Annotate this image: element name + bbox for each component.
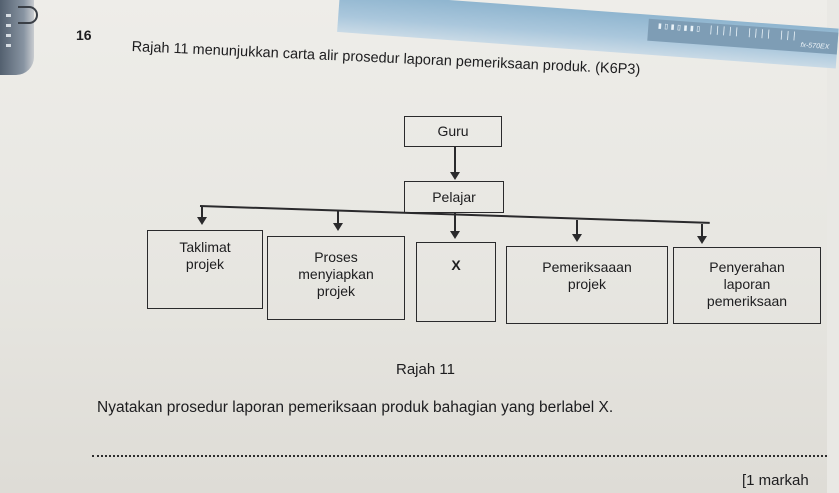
step-proses-menyiapkan-projek: Proses menyiapkan projek — [267, 236, 405, 320]
question-instruction: Nyatakan prosedur laporan pemeriksaan pr… — [97, 399, 614, 416]
binder-hole — [6, 44, 11, 47]
step-taklimat-projek: Taklimat projek — [147, 230, 263, 309]
step-label: pemeriksaan — [706, 293, 788, 309]
arrow-down-icon — [572, 234, 582, 242]
arrow-down-icon — [450, 172, 460, 180]
figure-caption: Rajah 11 — [396, 361, 455, 378]
binder-hole — [6, 34, 11, 37]
step-label: projek — [567, 276, 607, 292]
arrow-down-icon — [697, 236, 707, 244]
marks-label: [1 markah — [742, 472, 809, 489]
step-label: Penyerahan — [709, 259, 785, 275]
question-number: 16 — [76, 27, 92, 43]
step-pemeriksaan-projek: Pemeriksaaan projek — [506, 246, 668, 324]
arrow-down-icon — [450, 231, 460, 239]
connector-line — [201, 206, 203, 218]
step-label: projek — [185, 256, 225, 272]
step-label: menyiapkan — [298, 266, 374, 282]
step-penyerahan-laporan: Penyerahan laporan pemeriksaan — [673, 247, 821, 324]
step-label: Proses — [314, 249, 358, 265]
step-label: projek — [316, 283, 356, 299]
step-label: Pemeriksaaan — [542, 259, 632, 275]
answer-line[interactable] — [92, 455, 827, 457]
node-guru-label: Guru — [437, 123, 469, 139]
step-label: laporan — [723, 276, 771, 292]
binder-hole — [6, 24, 11, 27]
connector-line — [337, 211, 339, 224]
binder-hole — [6, 14, 11, 17]
connector-line — [454, 224, 456, 232]
node-pelajar: Pelajar — [404, 181, 504, 213]
arrow-down-icon — [333, 223, 343, 231]
binder-edge — [0, 0, 38, 75]
binder-ring — [18, 6, 38, 24]
step-label: Taklimat — [179, 239, 231, 255]
step-label-x: X — [451, 257, 461, 273]
connector-line — [454, 147, 456, 173]
node-pelajar-label: Pelajar — [432, 189, 476, 205]
node-guru: Guru — [404, 116, 502, 147]
step-x: X — [416, 242, 496, 322]
connector-line — [701, 224, 703, 237]
connector-line — [454, 213, 456, 226]
connector-line — [576, 220, 578, 235]
arrow-down-icon — [197, 217, 207, 225]
